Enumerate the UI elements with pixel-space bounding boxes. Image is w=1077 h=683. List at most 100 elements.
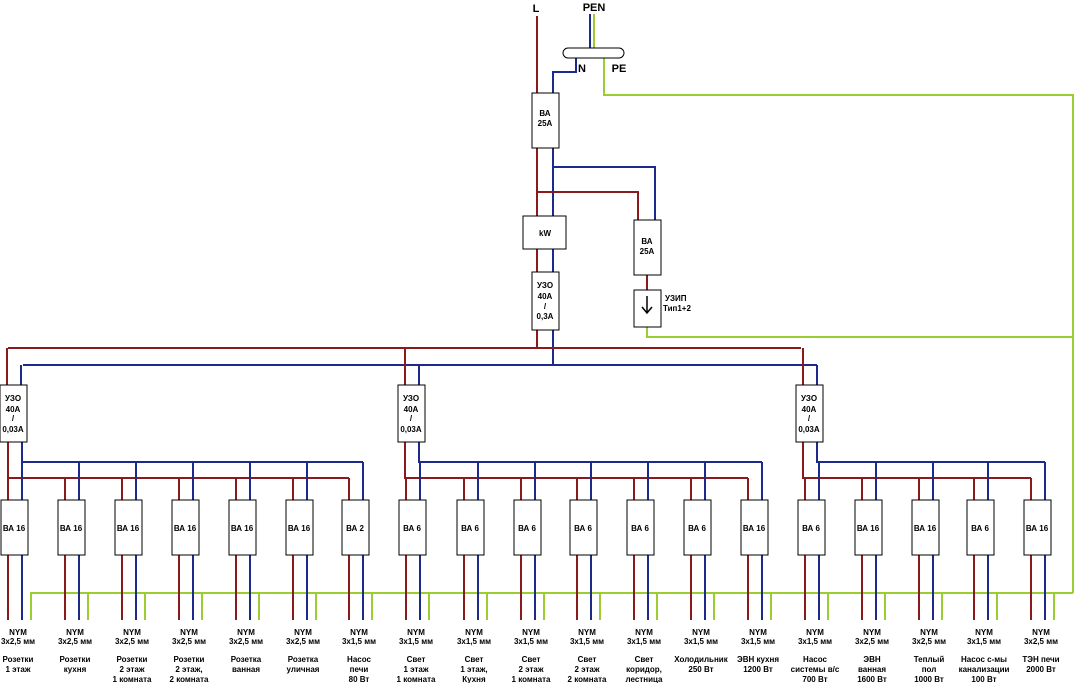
circuit-description: коридор, <box>626 665 662 674</box>
cable-type: NYM <box>237 628 255 637</box>
circuit-description: ЭВН кухня <box>737 655 779 664</box>
circuit-breaker <box>854 499 883 556</box>
circuit-description: Насос с-мы <box>961 655 1007 664</box>
circuit-breaker <box>1023 499 1052 556</box>
circuit-breaker-label: ВА 16 <box>914 524 937 533</box>
cable-type: NYM <box>66 628 84 637</box>
circuit-description: 2000 Вт <box>1026 665 1056 674</box>
circuit-breaker-label: ВА 2 <box>346 524 364 533</box>
main-rcd-label-1: УЗО <box>537 281 553 290</box>
cable-type: NYM <box>1032 628 1050 637</box>
pen-label: PEN <box>583 2 606 14</box>
spd-breaker-label-2: 25А <box>640 247 655 256</box>
cable-section: 3х1,5 мм <box>399 637 433 646</box>
cable-section: 3х2,5 мм <box>286 637 320 646</box>
circuit-description: 2 этаж <box>574 665 599 674</box>
circuit-breaker-label: ВА 16 <box>117 524 140 533</box>
cable-section: 3х1,5 мм <box>514 637 548 646</box>
cable-type: NYM <box>635 628 653 637</box>
main-rcd <box>531 271 560 331</box>
circuit-description: Холодильник <box>674 655 728 664</box>
circuit-description: ванная <box>858 665 886 674</box>
circuit-description: печи <box>350 665 369 674</box>
circuit-breaker <box>966 499 995 556</box>
pen-splitter <box>562 47 625 59</box>
spd-breaker <box>633 219 662 276</box>
energy-meter <box>522 215 567 250</box>
spd-label-1: УЗИП <box>665 294 687 303</box>
group-rcd-label-2: 40А <box>404 405 419 414</box>
cable-type: NYM <box>522 628 540 637</box>
circuit-breaker-label: ВА 16 <box>3 524 26 533</box>
cable-type: NYM <box>692 628 710 637</box>
circuit-breaker <box>341 499 370 556</box>
cable-section: 3х2,5 мм <box>1024 637 1058 646</box>
circuit-breaker <box>797 499 826 556</box>
circuit-breaker <box>740 499 769 556</box>
cable-type: NYM <box>407 628 425 637</box>
circuit-description: 1 комната <box>113 675 152 683</box>
circuit-breaker-label: ВА 16 <box>174 524 197 533</box>
cable-type: NYM <box>975 628 993 637</box>
group-rcd-label-1: УЗО <box>801 394 817 403</box>
circuit-breaker <box>911 499 940 556</box>
group-rcd-label-2: 40А <box>6 405 21 414</box>
main-rcd-label-4: 0,3А <box>537 312 554 321</box>
circuit-breaker-label: ВА 6 <box>688 524 706 533</box>
circuit-description: Розетки <box>174 655 205 664</box>
cable-type: NYM <box>123 628 141 637</box>
components <box>0 47 1052 556</box>
circuit-breaker <box>626 499 655 556</box>
group-phase-bus <box>7 442 349 479</box>
meter-label: kW <box>539 229 551 238</box>
circuit-description: ЭВН <box>863 655 880 664</box>
circuit-description: лестница <box>626 675 663 683</box>
group-neutral-bus <box>816 442 1045 463</box>
circuit-description: 1 комната <box>512 675 551 683</box>
circuit-breaker <box>228 499 257 556</box>
circuit-description: 2 комната <box>568 675 607 683</box>
cable-section: 3х2,5 мм <box>58 637 92 646</box>
group-rcd-label-1: УЗО <box>403 394 419 403</box>
main-rcd-label-2: 40А <box>538 292 553 301</box>
cable-type: NYM <box>578 628 596 637</box>
group-rcd-label-4: 0,03А <box>798 425 820 434</box>
spd-breaker-label-1: ВА <box>641 237 652 246</box>
circuit-description: 2 этаж, <box>175 665 202 674</box>
group-rcd-label-4: 0,03А <box>400 425 422 434</box>
cable-section: 3х1,5 мм <box>627 637 661 646</box>
circuit-breaker-label: ВА 6 <box>518 524 536 533</box>
main-rcd-label-3: / <box>544 302 547 311</box>
cable-type: NYM <box>749 628 767 637</box>
cable-section: 3х1,5 мм <box>457 637 491 646</box>
circuit-description: канализации <box>959 665 1010 674</box>
group-rcd-1 <box>0 384 28 443</box>
circuit-breaker-label: ВА 16 <box>231 524 254 533</box>
circuit-breaker-label: ВА 6 <box>574 524 592 533</box>
circuit-breaker-label: ВА 6 <box>802 524 820 533</box>
circuit-description: Насос <box>347 655 371 664</box>
spd-pe-wire <box>646 327 1073 338</box>
cable-type: NYM <box>806 628 824 637</box>
circuit-description: Свет <box>522 655 541 664</box>
circuit-description: 250 Вт <box>688 665 713 674</box>
cable-type: NYM <box>920 628 938 637</box>
circuit-description: 2 этаж <box>518 665 543 674</box>
circuit-description: 700 Вт <box>802 675 827 683</box>
circuit-description: ТЭН печи <box>1022 655 1059 664</box>
circuit-description: Насос <box>803 655 827 664</box>
cable-type: NYM <box>465 628 483 637</box>
circuit-breaker <box>285 499 314 556</box>
n-label: N <box>578 63 586 75</box>
cable-section: 3х2,5 мм <box>172 637 206 646</box>
group-rcd-2 <box>397 384 426 443</box>
circuit-description: Теплый <box>914 655 945 664</box>
circuit-description: 1 этаж, <box>460 665 487 674</box>
circuit-description: Розетки <box>60 655 91 664</box>
cable-type: NYM <box>9 628 27 637</box>
circuit-description: 1 комната <box>397 675 436 683</box>
circuit-description: системы в/с <box>791 665 840 674</box>
circuit-description: Розетки <box>3 655 34 664</box>
spd-label-2: Тип1+2 <box>663 304 691 313</box>
